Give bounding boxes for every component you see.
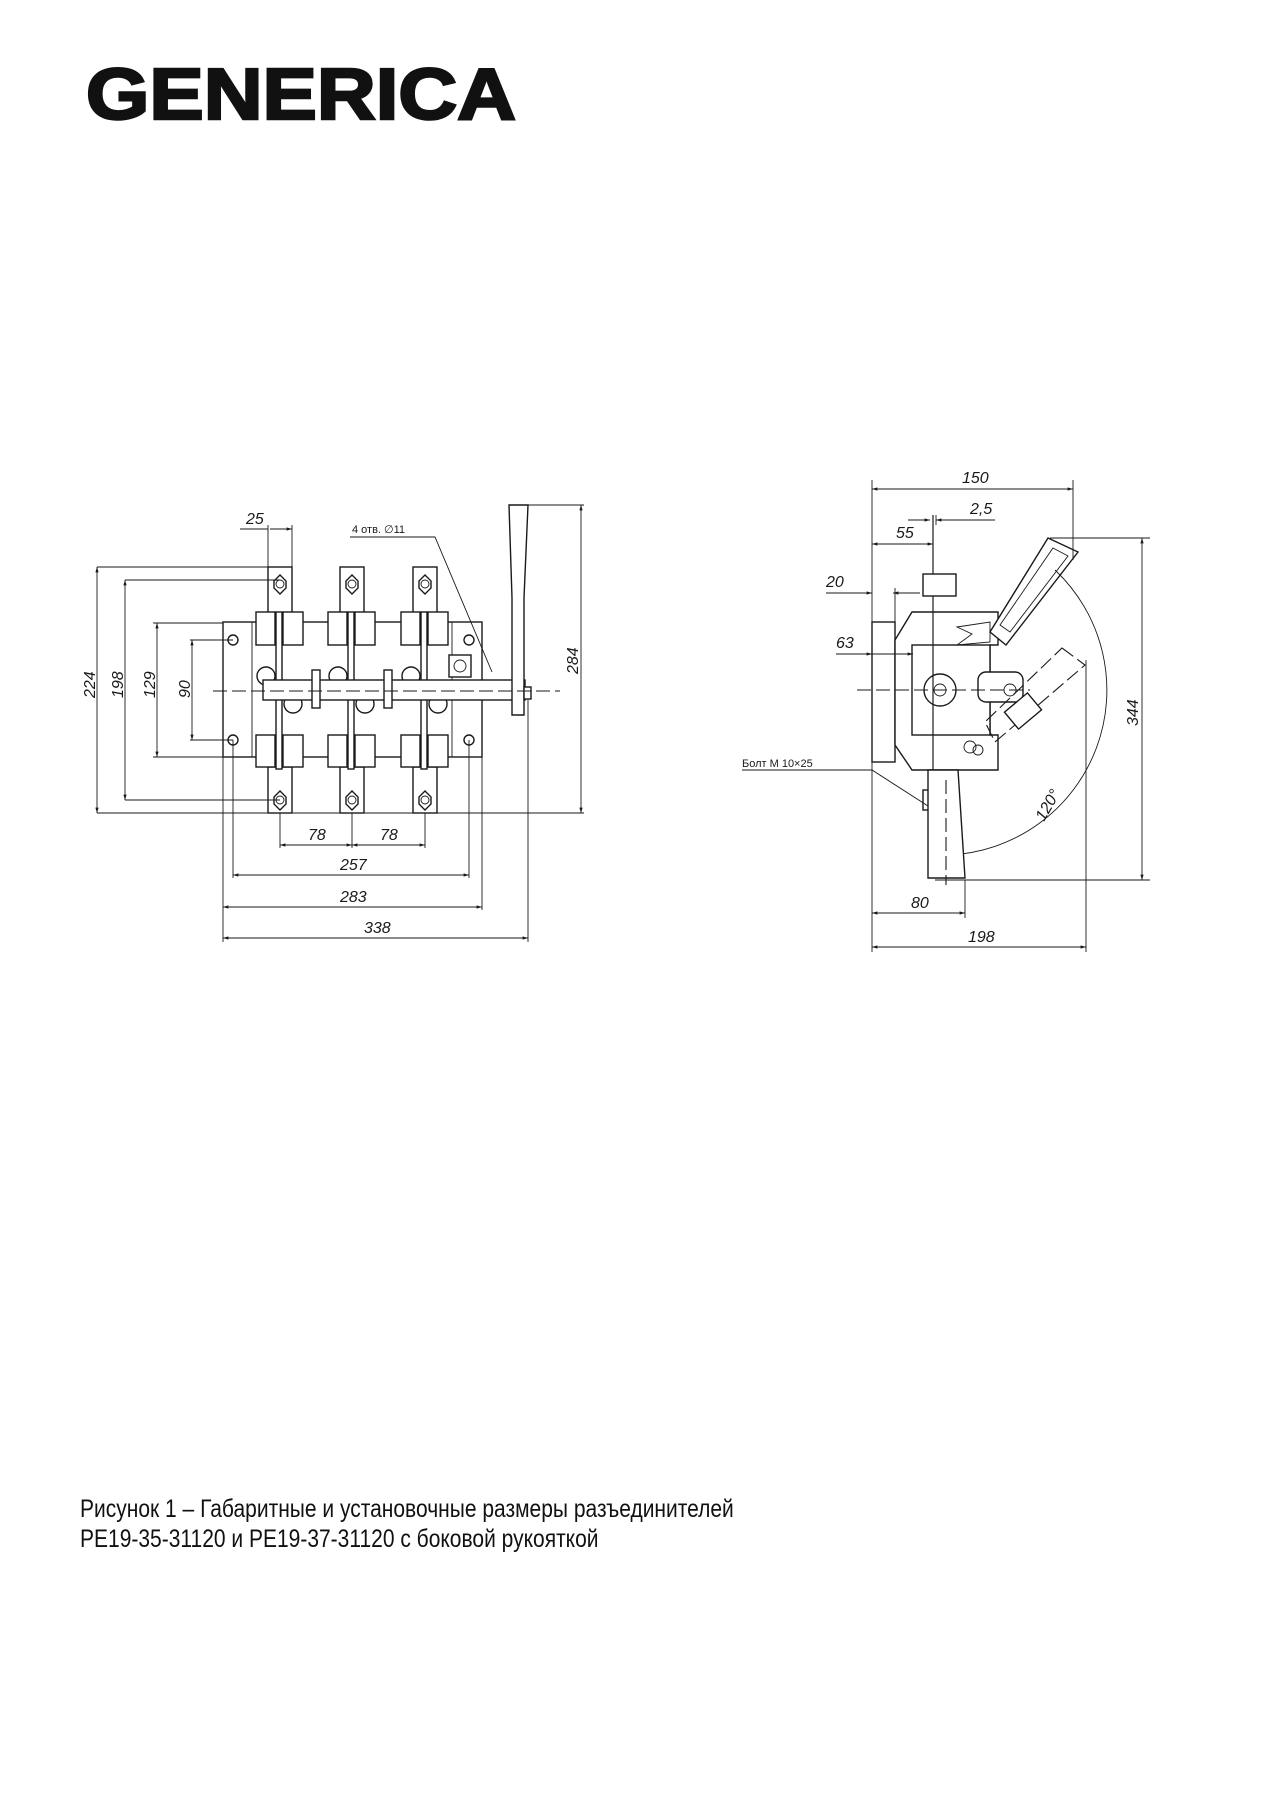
shaft: [262, 679, 526, 701]
holes-note: 4 отв. ∅11: [352, 524, 405, 536]
front-dimensions: [95, 504, 584, 942]
dim-284: 284: [565, 647, 582, 675]
handle-on: [989, 537, 1080, 646]
dim-80: 80: [911, 895, 929, 912]
dim-198: 198: [110, 671, 127, 698]
dim-338: 338: [364, 920, 391, 937]
dim-20: 20: [825, 574, 844, 591]
dim-90: 90: [177, 680, 194, 698]
dim-283: 283: [339, 889, 367, 906]
dim-angle-120: 120°: [1033, 786, 1065, 824]
front-view-drawing: 25 4 отв. ∅11 224 198 129 90 284 78 78 2…: [82, 504, 584, 942]
figure-caption: Рисунок 1 – Габаритные и установочные ра…: [80, 1494, 734, 1554]
side-dimensions: [742, 480, 1150, 952]
top-bolt: [922, 573, 957, 597]
caption-line-1: Рисунок 1 – Габаритные и установочные ра…: [80, 1495, 734, 1523]
dim-25: 25: [245, 511, 264, 528]
side-view-drawing: 150 2,5 55 20 63 Болт М 10×25 344 120° 8…: [742, 470, 1150, 952]
dim-198-side: 198: [968, 929, 995, 946]
dim-224: 224: [82, 671, 99, 699]
dim-344: 344: [1125, 699, 1142, 726]
rotation-arc: [947, 569, 1108, 856]
dim-55: 55: [896, 525, 914, 542]
dim-150: 150: [962, 470, 989, 487]
dim-2-5: 2,5: [969, 501, 992, 518]
dim-257: 257: [339, 857, 368, 874]
dim-78-b: 78: [380, 827, 398, 844]
mounting-plate: [871, 621, 896, 763]
caption-line-2: РЕ19-35-31120 и РЕ19-37-31120 с боковой …: [80, 1525, 599, 1553]
dim-78-a: 78: [308, 827, 326, 844]
brand-logo: GENERICA: [86, 55, 516, 135]
dim-63: 63: [836, 635, 854, 652]
dim-129: 129: [142, 671, 159, 698]
bolt-note: Болт М 10×25: [742, 758, 813, 770]
handle-off-ghost: [984, 647, 1086, 743]
